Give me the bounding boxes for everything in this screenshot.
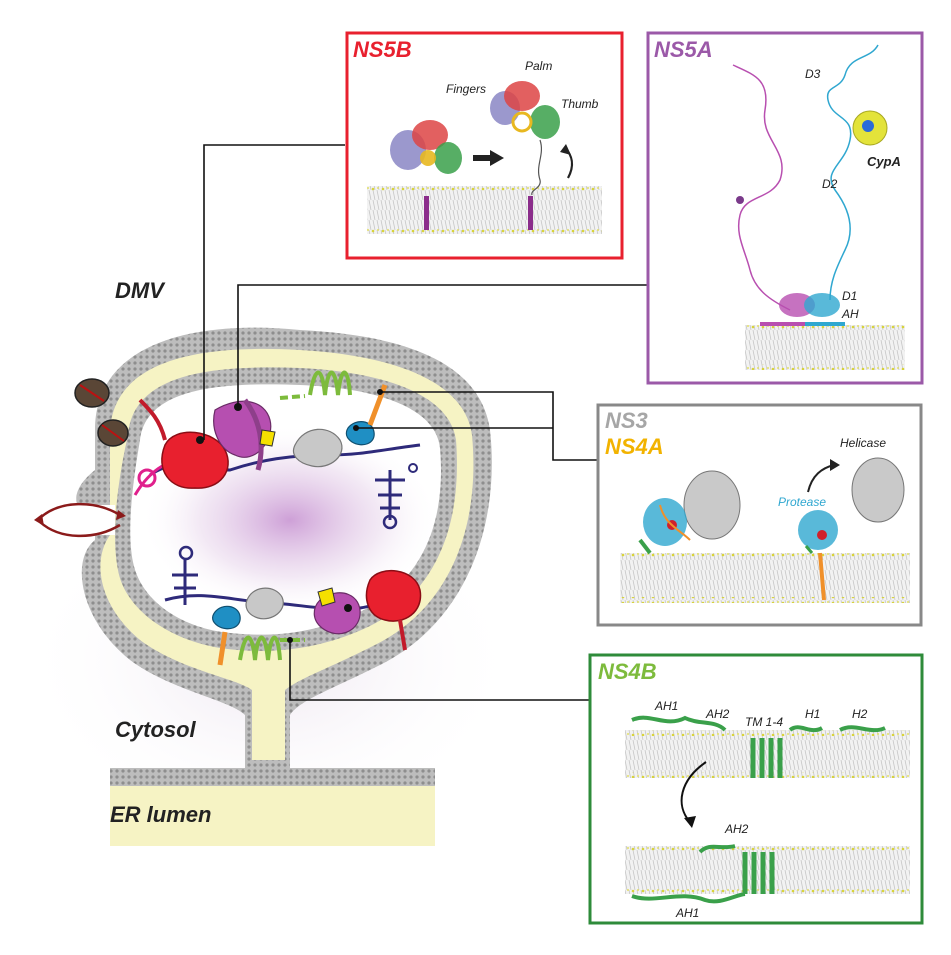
ns4b-ah2-bottom-label: AH2 [724,822,749,836]
ns5b-title: NS5B [353,37,412,62]
helicase-label: Helicase [840,436,886,450]
er-membrane [110,768,435,846]
ns4b-tm-label: TM 1-4 [745,715,783,729]
ns5b-thumb-label: Thumb [561,97,599,111]
ns5b-fingers-label: Fingers [446,82,486,96]
ns5b-palm-label: Palm [525,59,552,73]
upper-replicase-complex [133,370,421,530]
ns4b-h2-label: H2 [852,707,868,721]
ns3-title: NS3 [605,408,648,433]
ns3-ns4a-panel: NS3 NS4A Helicase Protease [596,403,923,627]
dmv-label: DMV [115,278,166,303]
ns4b-panel: NS4B AH1 AH2 TM 1-4 H1 H2 AH2 AH1 [588,653,924,925]
ns5a-d3-label: D3 [805,67,821,81]
pore-complex-1 [74,378,110,408]
vesicle-pore [34,502,126,538]
ns5a-cypa-label: CypA [867,154,901,169]
connector-lines [203,144,648,701]
ns4b-ah1-label: AH1 [654,699,678,713]
cytosol-label: Cytosol [115,717,197,742]
pore-complex-2 [97,419,129,447]
ns5a-ah-label: AH [841,307,859,321]
protease-label: Protease [778,495,826,509]
ns5a-title: NS5A [654,37,713,62]
ns5b-panel: NS5B Fingers Palm Thumb [345,31,624,260]
ns5a-panel: NS5A D3 D2 D1 AH CypA [646,31,924,385]
er-lumen-label: ER lumen [110,802,211,827]
ns4b-title: NS4B [598,659,657,684]
ns4b-h1-label: H1 [805,707,820,721]
ns5a-d1-label: D1 [842,289,857,303]
ns4b-ah1-bottom-label: AH1 [675,906,699,920]
ns5a-d2-label: D2 [822,177,838,191]
ns4b-ah2-label: AH2 [705,707,730,721]
lower-replicase-complex [164,545,422,666]
ns4a-title: NS4A [605,434,664,459]
